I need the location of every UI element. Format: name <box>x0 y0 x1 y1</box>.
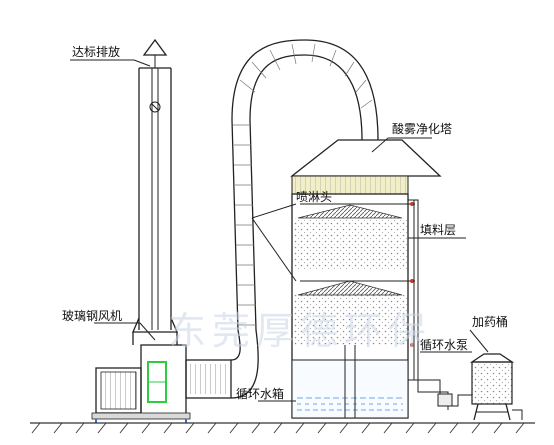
ground-line <box>30 422 535 434</box>
watermark: 东莞厚德环保 <box>168 309 432 353</box>
dosing-tank <box>452 353 523 421</box>
leader-lines <box>70 59 489 402</box>
label-fan: 玻璃钢风机 <box>62 309 122 323</box>
label-dosing: 加药桶 <box>472 314 508 329</box>
connecting-duct <box>230 39 379 399</box>
label-pump: 循环水泵 <box>420 338 468 352</box>
fan-assembly <box>91 344 232 423</box>
label-exhaust: 达标排放 <box>72 44 120 59</box>
label-tower: 酸雾净化塔 <box>392 121 452 136</box>
label-tank: 循环水箱 <box>236 386 284 401</box>
label-spray: 喷淋头 <box>296 190 332 204</box>
scrubber-tower <box>290 139 453 419</box>
packing-layer-upper <box>293 218 407 270</box>
label-packing: 填料层 <box>420 223 456 237</box>
packing-layer-lower <box>293 295 407 345</box>
circulation-pump <box>437 393 453 407</box>
exhaust-stack <box>132 38 178 345</box>
